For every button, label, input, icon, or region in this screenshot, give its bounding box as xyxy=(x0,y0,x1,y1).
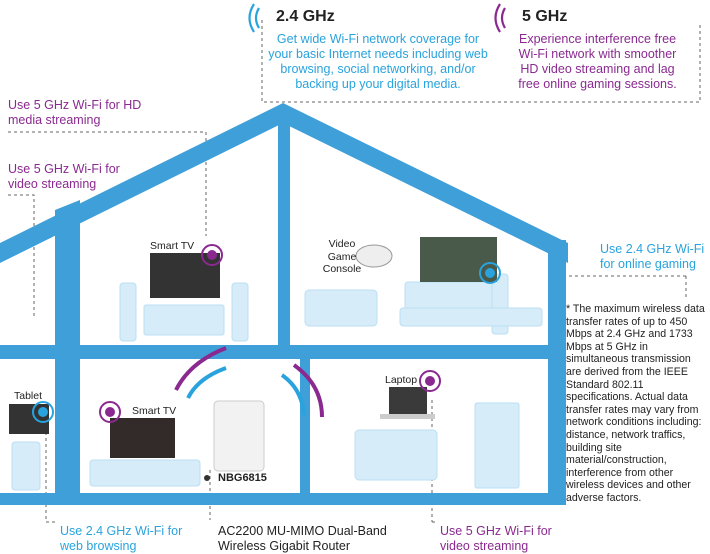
legend-box xyxy=(261,20,701,103)
wifi-5ghz-icon xyxy=(494,3,506,33)
band-24ghz-title: 2.4 GHz xyxy=(276,8,335,25)
callout-online-gaming: Use 2.4 GHz Wi-Fi for online gaming xyxy=(600,242,705,271)
device-smart-tv-upper: Smart TV xyxy=(150,240,195,252)
router-model: NBG6815 xyxy=(218,472,267,484)
wifi-badges xyxy=(32,244,501,423)
band-5ghz-description: Experience interference free Wi-Fi netwo… xyxy=(518,32,677,91)
router-signal-icon xyxy=(174,346,324,418)
wifi-24ghz-icon xyxy=(248,3,260,33)
device-game-console: Video Game Console xyxy=(322,238,362,275)
callout-web-browsing: Use 2.4 GHz Wi-Fi for web browsing xyxy=(60,524,183,553)
house-outline xyxy=(0,103,568,505)
router-description: AC2200 MU-MIMO Dual-Band Wireless Gigabi… xyxy=(218,524,387,553)
footnote: * The maximum wireless data transfer rat… xyxy=(566,303,705,504)
callout-hd-streaming: Use 5 GHz Wi-Fi for HD media streaming xyxy=(8,98,142,127)
device-tablet: Tablet xyxy=(14,390,43,402)
callout-video-streaming-top: Use 5 GHz Wi-Fi for video streaming xyxy=(8,162,120,191)
furniture xyxy=(11,273,543,491)
game-controller-icon xyxy=(355,244,393,268)
device-smart-tv-lower: Smart TV xyxy=(132,405,177,417)
callout-video-streaming-bottom: Use 5 GHz Wi-Fi for video streaming xyxy=(440,524,552,553)
band-24ghz-description: Get wide Wi-Fi network coverage for your… xyxy=(268,32,488,91)
band-5ghz-title: 5 GHz xyxy=(522,8,568,25)
device-laptop: Laptop xyxy=(385,374,418,386)
router-icon xyxy=(204,400,265,481)
